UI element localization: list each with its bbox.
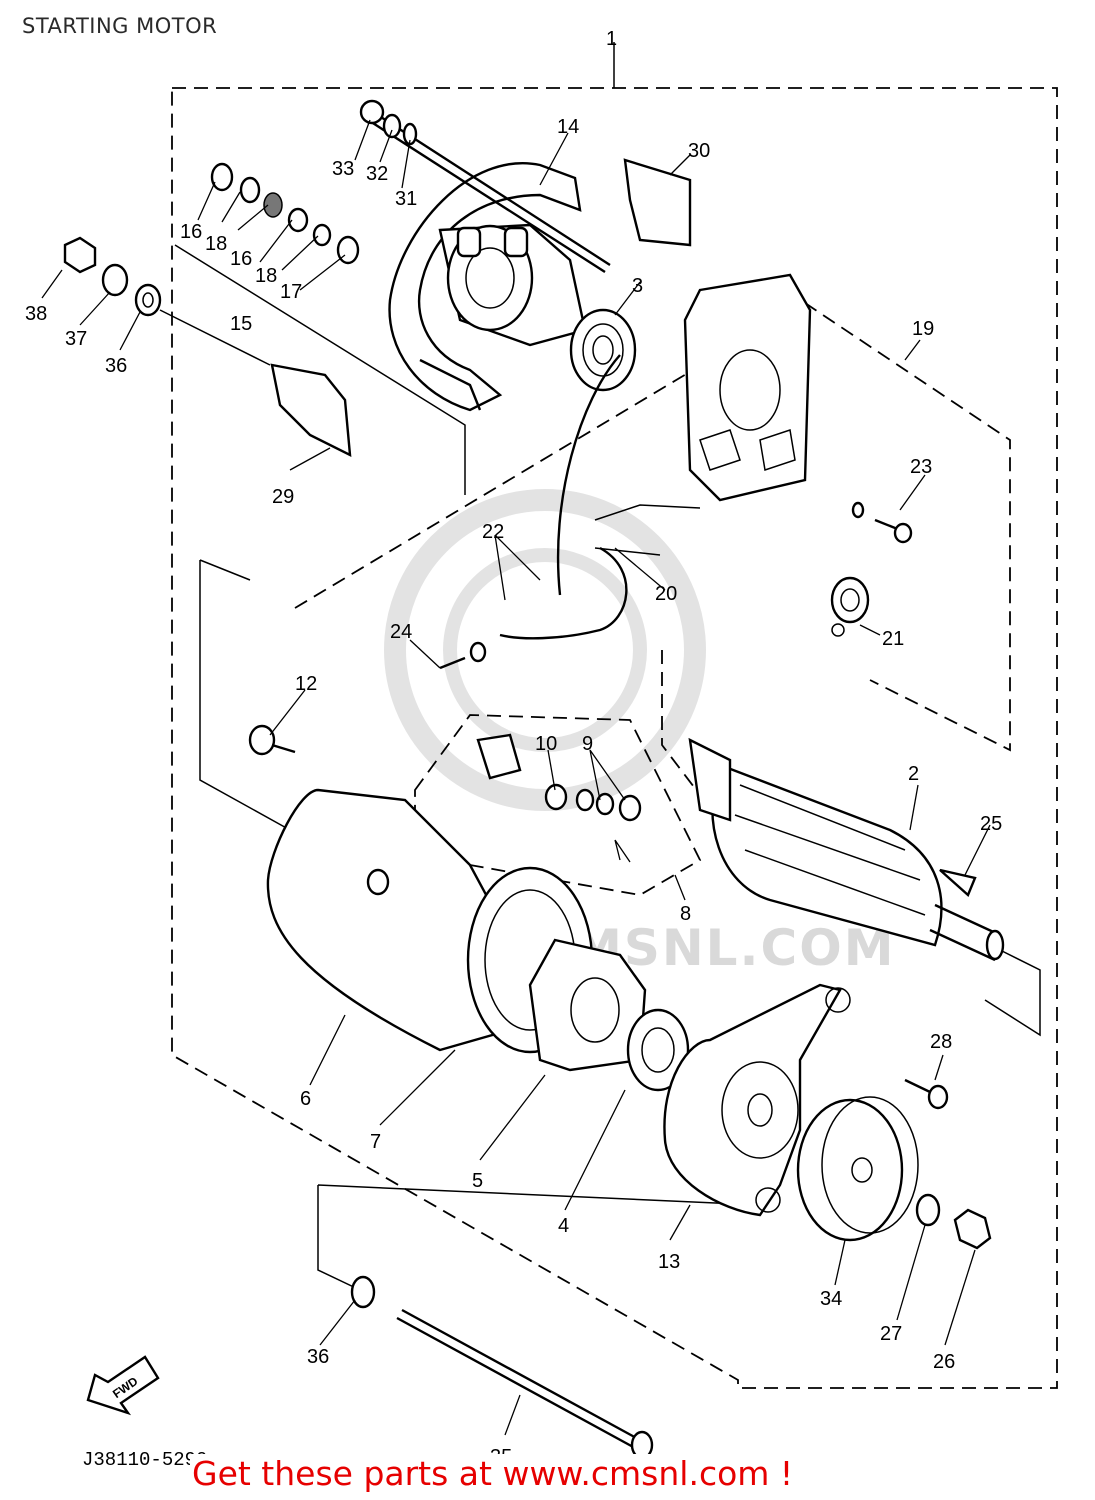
part-label-16b: 16 <box>230 248 252 270</box>
bearing-4 <box>626 1008 690 1092</box>
brush-lead-20b <box>594 504 701 556</box>
promo-link[interactable]: Get these parts at www.cmsnl.com ! <box>190 1454 796 1494</box>
part-label-37: 37 <box>65 328 87 350</box>
part-label-12: 12 <box>295 673 317 695</box>
gasket-5 <box>528 938 647 1072</box>
part-label-13: 13 <box>658 1251 680 1273</box>
part-label-8: 8 <box>680 903 691 925</box>
assembly-outline-19 <box>294 301 1011 752</box>
brush-holder-19 <box>683 273 812 502</box>
part-label-33: 33 <box>332 158 354 180</box>
outline-lines-25 <box>984 949 1041 1037</box>
part-label-24: 24 <box>390 621 412 643</box>
washer-27 <box>915 1193 941 1227</box>
part-label-layer: 1 2 3 4 5 6 7 8 9 10 12 13 14 15 16 16 1… <box>25 28 1002 1468</box>
drawing-code: J38110-5290 <box>82 1449 208 1471</box>
part-label-34: 34 <box>820 1288 842 1310</box>
outline-lines-29 <box>159 244 466 495</box>
assembly-outline-1 <box>171 87 1058 1389</box>
through-bolt-35 <box>396 1308 654 1460</box>
part-label-23: 23 <box>910 456 932 478</box>
part-label-27: 27 <box>880 1323 902 1345</box>
screw-12 <box>248 724 296 756</box>
part-label-9: 9 <box>582 733 593 755</box>
part-label-3: 3 <box>632 275 643 297</box>
armature-2 <box>688 737 1005 962</box>
part-label-18b: 18 <box>255 265 277 287</box>
part-label-6: 6 <box>300 1088 311 1110</box>
washer-stack <box>210 162 360 265</box>
fwd-arrow-icon: FWD <box>86 1355 160 1416</box>
part-label-19: 19 <box>912 318 934 340</box>
part-label-10: 10 <box>535 733 557 755</box>
part-label-15: 15 <box>230 313 252 335</box>
brush-lead-20 <box>499 354 628 640</box>
outline-lines-36 <box>317 1184 761 1291</box>
assembly-outline-2 <box>661 650 701 796</box>
screw-28 <box>904 1078 949 1110</box>
screw-23 <box>851 501 913 544</box>
part-label-28: 28 <box>930 1031 952 1053</box>
washer-36-lower <box>350 1275 376 1309</box>
part-label-2: 2 <box>908 763 919 785</box>
part-label-29: 29 <box>272 486 294 508</box>
part-label-1: 1 <box>606 28 617 50</box>
nut-washer-set <box>63 236 162 317</box>
insulator-30 <box>623 158 692 247</box>
part-label-25: 25 <box>980 813 1002 835</box>
part-label-32: 32 <box>366 163 388 185</box>
end-cap-34 <box>796 1096 919 1242</box>
assembly-outline-8 <box>414 714 702 896</box>
part-label-4: 4 <box>558 1215 569 1237</box>
part-label-38: 38 <box>25 303 47 325</box>
part-label-21: 21 <box>882 628 904 650</box>
leader-lines <box>41 119 991 1436</box>
brush-terminal-9-10 <box>476 733 642 822</box>
screw-24 <box>439 641 487 670</box>
part-label-22: 22 <box>482 521 504 543</box>
bearing-3 <box>569 308 637 392</box>
spring-21 <box>830 576 870 637</box>
part-label-30: 30 <box>688 140 710 162</box>
part-label-20: 20 <box>655 583 677 605</box>
insulator-29 <box>270 363 352 458</box>
through-bolt-31 <box>359 99 611 274</box>
part-label-14: 14 <box>557 116 579 138</box>
part-label-17: 17 <box>280 281 302 303</box>
part-label-36b: 36 <box>307 1346 329 1368</box>
part-label-36a: 36 <box>105 355 127 377</box>
front-bracket <box>388 162 587 412</box>
rear-bracket-13 <box>663 983 851 1217</box>
part-label-7: 7 <box>370 1131 381 1153</box>
page-title: STARTING MOTOR <box>22 14 218 38</box>
part-label-26: 26 <box>933 1351 955 1373</box>
part-label-16a: 16 <box>180 221 202 243</box>
part-label-18a: 18 <box>205 233 227 255</box>
part-label-31: 31 <box>395 188 417 210</box>
nut-26 <box>953 1208 992 1250</box>
part-label-5: 5 <box>472 1170 483 1192</box>
